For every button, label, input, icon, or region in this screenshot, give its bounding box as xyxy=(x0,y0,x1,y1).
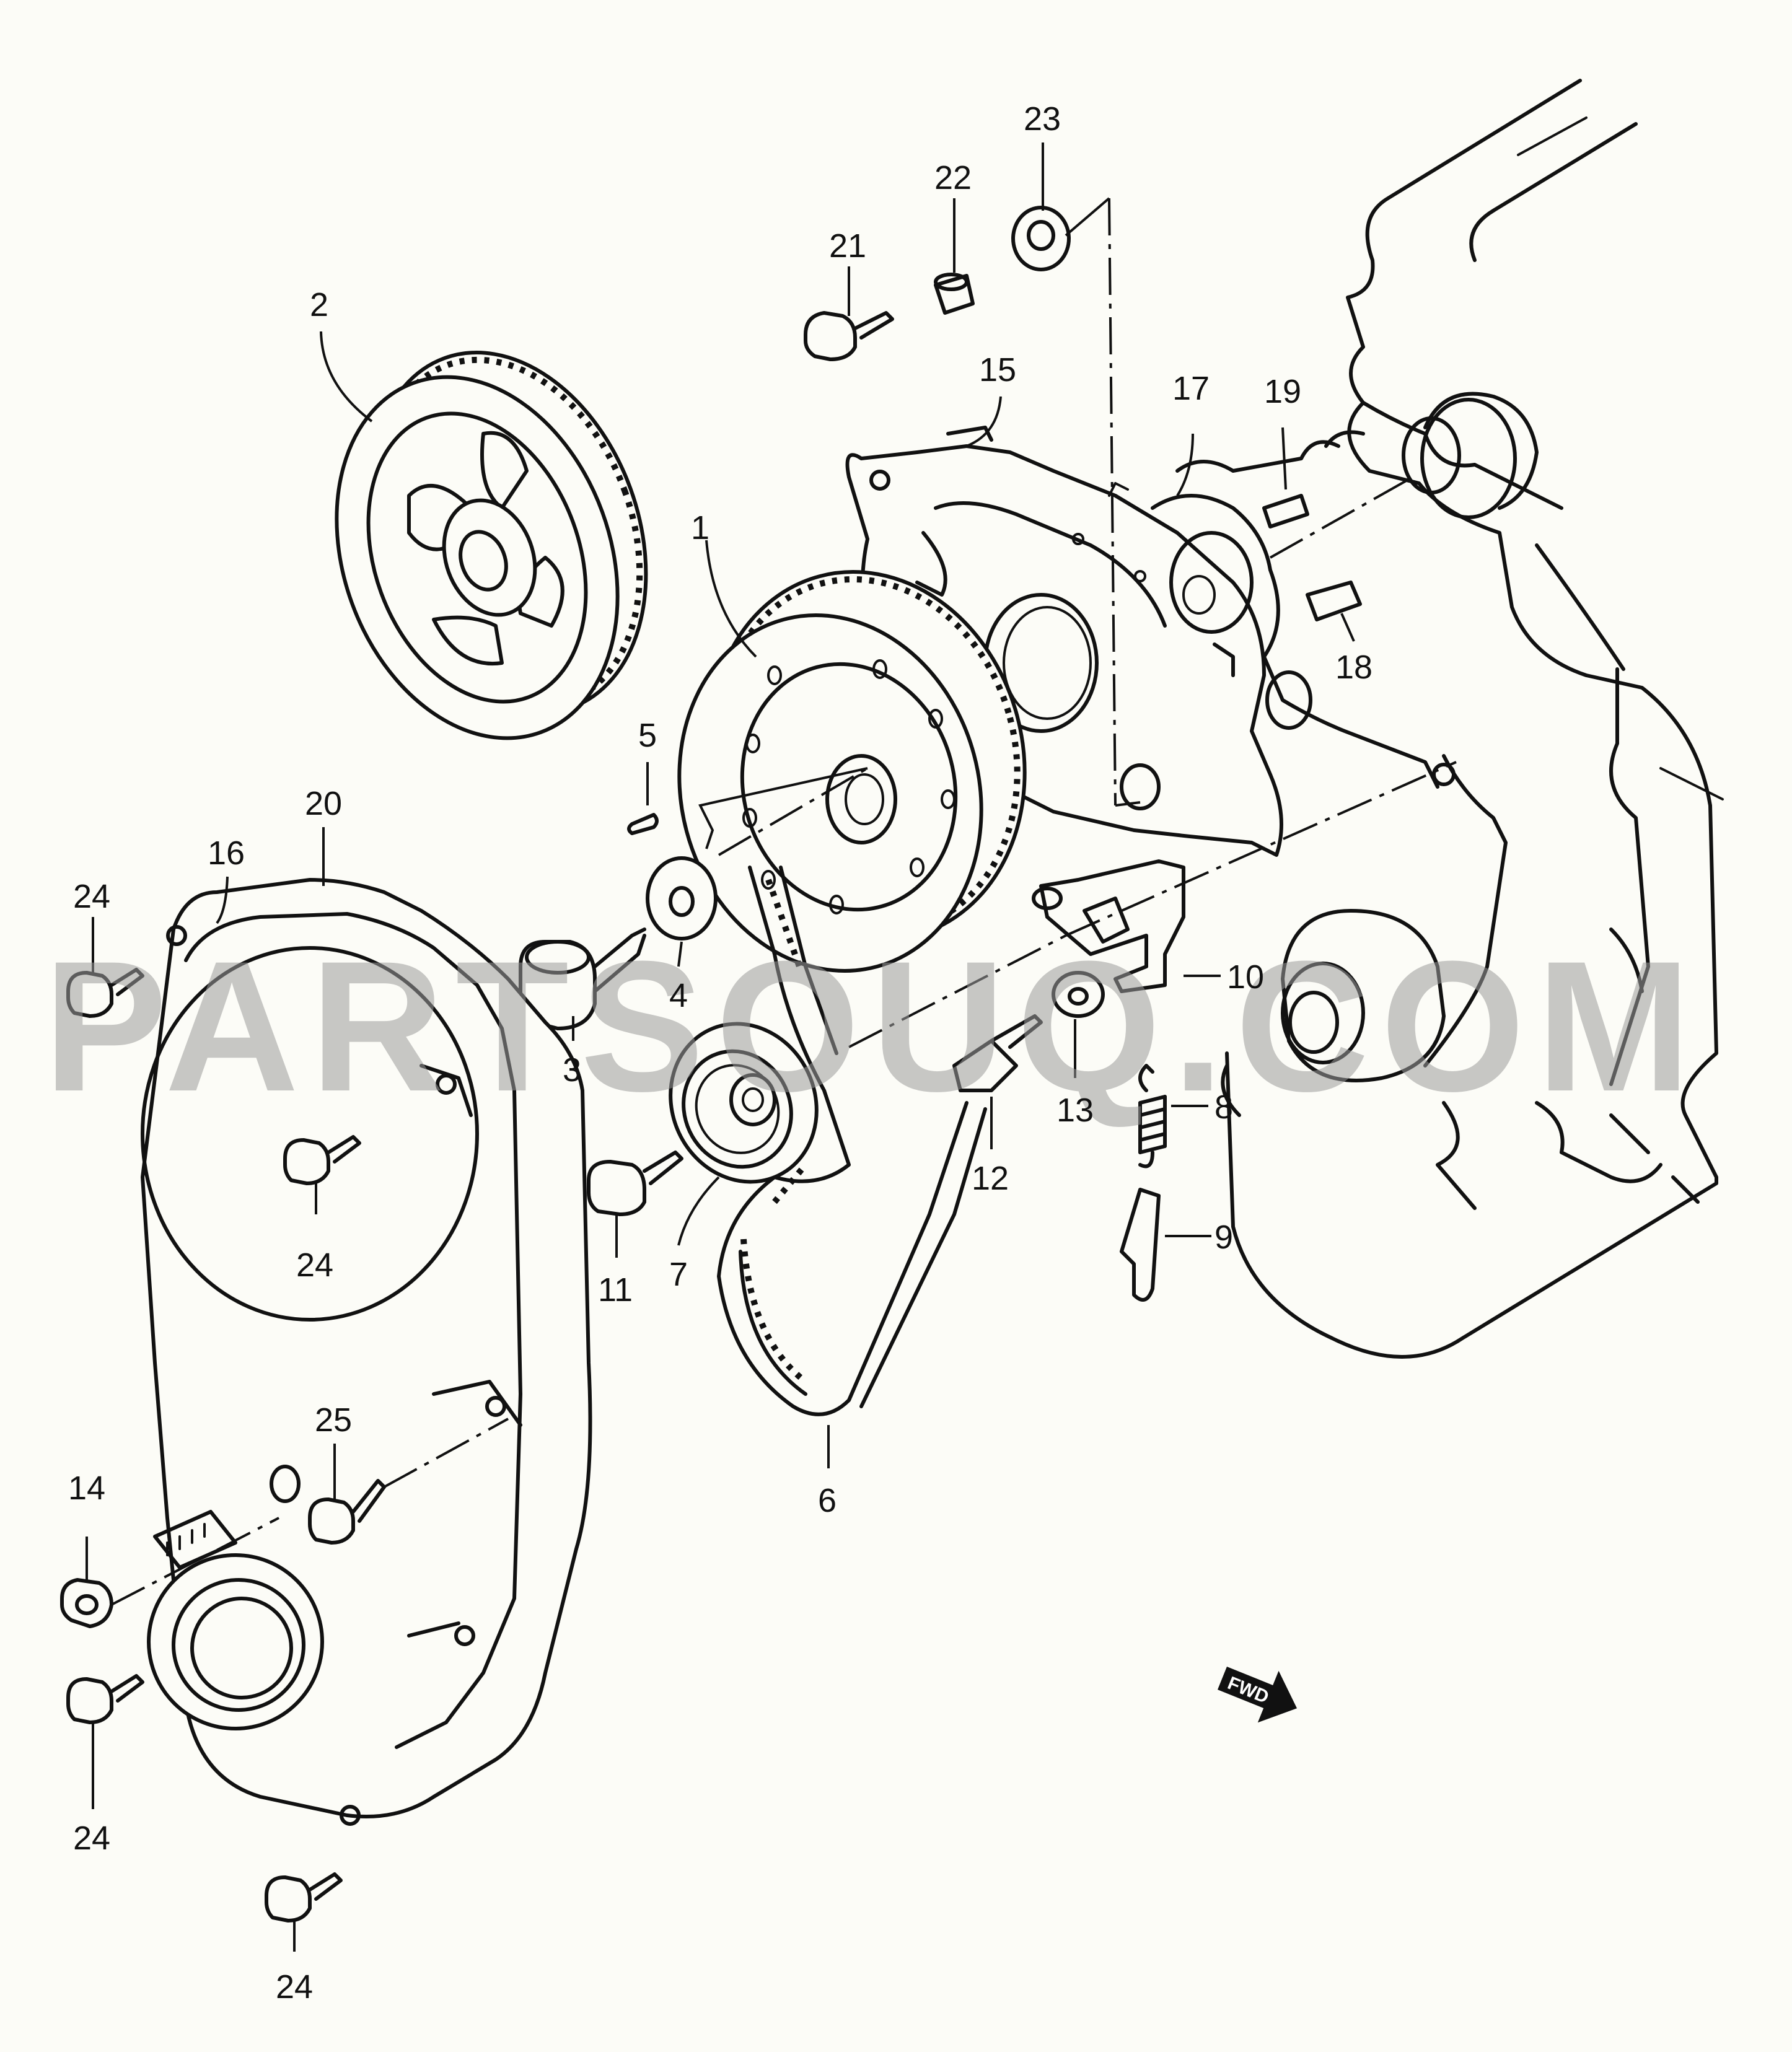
callout-3: 3 xyxy=(563,1051,581,1089)
fwd-arrow-icon: FWD xyxy=(1218,1667,1298,1723)
callout-24-bottom: 24 xyxy=(276,1968,313,2006)
tensioner-bolt-11 xyxy=(587,1151,683,1216)
washer-13 xyxy=(1052,971,1105,1018)
crank-bolt-3 xyxy=(519,927,646,1030)
cover-bolt-24-lower xyxy=(66,1674,144,1724)
callout-24-lower: 24 xyxy=(73,1820,110,1857)
tensioner-bracket xyxy=(1032,859,1185,993)
callout-24-mid: 24 xyxy=(296,1247,333,1284)
clip-19 xyxy=(1262,494,1309,528)
callout-7: 7 xyxy=(669,1256,688,1293)
clip-18 xyxy=(1306,581,1362,621)
callout-17: 17 xyxy=(1172,370,1210,407)
callout-9: 9 xyxy=(1214,1219,1233,1256)
bolt-21 xyxy=(804,311,894,361)
callout-15: 15 xyxy=(979,351,1016,388)
crankshaft-timing-pulley xyxy=(677,570,1027,973)
pulley-holes xyxy=(742,659,955,914)
center-lines xyxy=(111,197,1457,1606)
woodruff-key-5 xyxy=(627,813,659,835)
callout-20: 20 xyxy=(305,785,342,822)
inner-timing-cover xyxy=(845,426,1283,857)
callout-6: 6 xyxy=(818,1482,837,1519)
callout-4: 4 xyxy=(669,977,688,1014)
timing-belt xyxy=(717,866,987,1416)
watermark: PARTSOUQ.COM xyxy=(43,922,1702,1130)
bolt-25 xyxy=(308,1479,386,1545)
cover-bolt-24-bottom xyxy=(265,1872,343,1923)
callout-18: 18 xyxy=(1335,649,1373,686)
callout-14: 14 xyxy=(68,1470,105,1507)
callout-2: 2 xyxy=(310,286,328,323)
grommet-23 xyxy=(1011,206,1071,271)
callout-16: 16 xyxy=(208,835,245,872)
washer-25 xyxy=(270,1465,301,1503)
callout-13: 13 xyxy=(1056,1092,1094,1129)
outer-timing-cover xyxy=(141,878,592,1826)
tensioner-spring xyxy=(1138,1064,1167,1168)
tensioner-stud-12 xyxy=(952,1014,1043,1092)
callout-8: 8 xyxy=(1214,1089,1233,1126)
callout-11: 11 xyxy=(598,1271,633,1309)
callout-12: 12 xyxy=(972,1160,1009,1197)
tensioner-pulley xyxy=(669,1022,819,1184)
leader-lines xyxy=(86,142,1355,1952)
nut-14 xyxy=(60,1578,113,1628)
callout-23: 23 xyxy=(1024,100,1061,138)
callout-5: 5 xyxy=(638,717,657,754)
callout-22: 22 xyxy=(934,159,972,196)
engine-block xyxy=(1175,79,1724,1359)
camshaft-pulley xyxy=(335,351,648,740)
callout-10: 10 xyxy=(1227,958,1264,996)
sleeve-22 xyxy=(934,273,975,315)
washer-4 xyxy=(646,856,718,940)
cover-bolt-24-mid xyxy=(283,1135,361,1185)
callout-24-top: 24 xyxy=(73,878,110,915)
callout-labels: 1 2 3 4 5 6 7 8 9 10 11 12 13 14 15 16 1… xyxy=(68,100,1373,2006)
callout-21: 21 xyxy=(829,227,866,265)
cover-bolt-24-top xyxy=(66,968,144,1018)
callout-19: 19 xyxy=(1264,373,1301,410)
callout-1: 1 xyxy=(691,509,709,546)
rear-plate-17 xyxy=(1151,494,1456,789)
tensioner-clip xyxy=(1120,1188,1161,1302)
callout-25: 25 xyxy=(315,1401,352,1439)
